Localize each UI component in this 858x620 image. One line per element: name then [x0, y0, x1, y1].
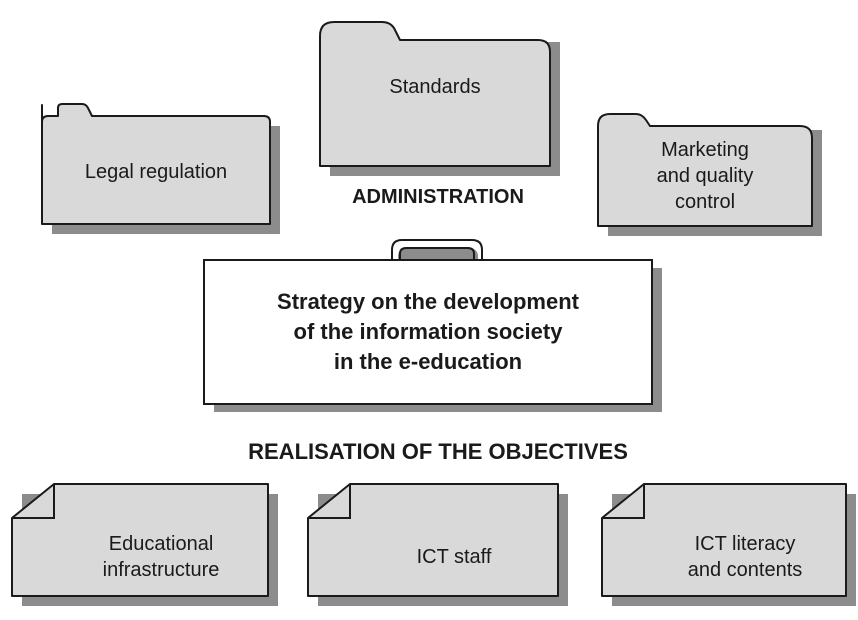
folder-standards-shape	[319, 21, 560, 176]
folder-label-standards: Standards	[389, 76, 481, 98]
strategy-label: Strategy on the development of the infor…	[277, 289, 579, 374]
folder-label-legal-regulation: Legal regulation	[84, 161, 228, 183]
administration-heading: ADMINISTRATION	[352, 186, 524, 208]
document-staff-shape	[307, 483, 568, 606]
strategy-box-shape	[203, 239, 662, 412]
realisation-heading: REALISATION OF THE OBJECTIVES	[248, 439, 628, 464]
document-label-literacy: ICT literacy and contents	[687, 533, 803, 581]
document-infrastructure-shape	[11, 483, 278, 606]
folder-marketing-shape	[597, 113, 822, 236]
folder-legal-regulation-shape	[41, 103, 280, 234]
document-label-staff: ICT staff	[416, 546, 492, 568]
document-literacy-shape	[601, 483, 856, 606]
document-label-infrastructure: Educational infrastructure	[102, 533, 220, 581]
folder-label-marketing: Marketing and quality control	[656, 139, 754, 213]
